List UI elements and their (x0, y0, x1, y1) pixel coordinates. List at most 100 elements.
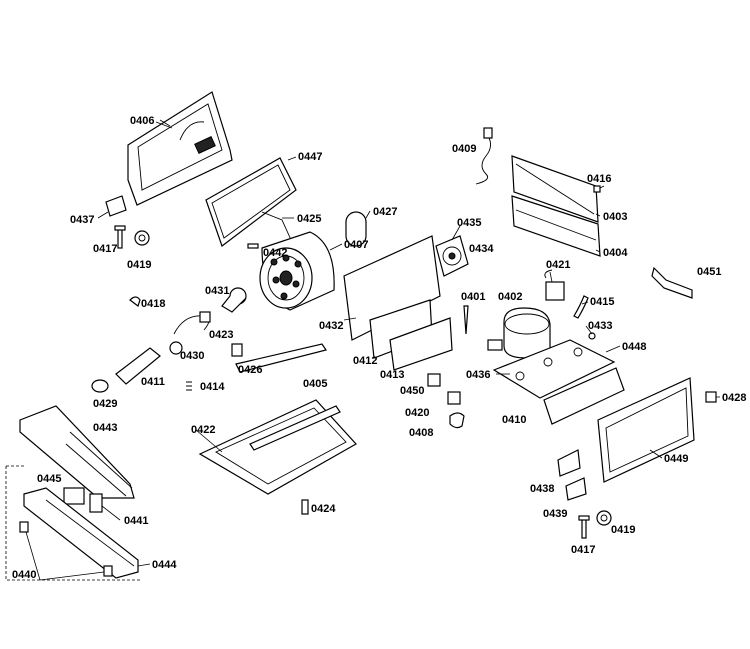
label-0448: 0448 (622, 341, 646, 353)
part-0426-switch (231, 343, 243, 357)
label-0413: 0413 (380, 369, 404, 381)
label-0436: 0436 (466, 369, 490, 381)
part-0413-box (389, 317, 453, 371)
callout-labels: 0406 0447 0409 0416 0403 0427 0425 0437 … (12, 115, 746, 581)
label-0451: 0451 (697, 266, 721, 278)
part-0421-relay (544, 269, 565, 301)
part-0424-screw (301, 499, 309, 515)
label-0431: 0431 (205, 285, 229, 297)
label-0414: 0414 (200, 381, 225, 393)
part-0415-tube (573, 295, 589, 319)
label-0409: 0409 (452, 143, 476, 155)
label-0439: 0439 (543, 508, 567, 520)
part-0427-cylinder (345, 211, 367, 247)
label-0426: 0426 (238, 364, 262, 376)
part-0405-strip (235, 343, 327, 373)
label-0419-right: 0419 (611, 524, 635, 536)
part-0447-panel (205, 156, 297, 247)
label-0402: 0402 (498, 291, 522, 303)
part-0406-frame (127, 91, 233, 206)
part-0438-part (557, 449, 581, 477)
part-0407-fan-housing (259, 231, 335, 311)
part-0437-bracket (97, 195, 127, 219)
label-0421: 0421 (546, 259, 570, 271)
part-0428-clip (705, 391, 717, 403)
label-0417-right: 0417 (571, 544, 595, 556)
label-0428: 0428 (722, 392, 746, 404)
part-0439-part (565, 477, 587, 501)
part-0403-panel (511, 155, 599, 223)
label-0445: 0445 (37, 473, 61, 485)
label-0412: 0412 (353, 355, 377, 367)
part-0409-cord (475, 127, 493, 185)
part-0411-tube (115, 347, 161, 385)
part-0418-clip (129, 296, 141, 307)
label-0418: 0418 (141, 298, 165, 310)
part-0440-feet (19, 521, 113, 577)
part-0425-bracket (261, 211, 294, 243)
part-0435-fan (435, 225, 469, 277)
label-0444: 0444 (152, 559, 177, 571)
label-0447: 0447 (298, 151, 322, 163)
label-0416: 0416 (587, 173, 611, 185)
part-0451-bracket (651, 266, 693, 299)
part-0417-screw-right (578, 515, 590, 539)
label-0423: 0423 (209, 329, 233, 341)
part-0433-grommet (588, 332, 596, 340)
label-0437: 0437 (70, 214, 94, 226)
part-0450-switch (427, 373, 441, 387)
label-0415: 0415 (590, 296, 614, 308)
part-0410-base-plate (492, 339, 616, 399)
label-0435: 0435 (457, 217, 481, 229)
label-0443: 0443 (93, 422, 117, 434)
part-0442-screw (247, 243, 259, 249)
label-0429: 0429 (93, 398, 117, 410)
label-0438: 0438 (530, 483, 554, 495)
label-0408: 0408 (409, 427, 433, 439)
group-outline-box (5, 465, 140, 581)
label-0406: 0406 (130, 115, 154, 127)
part-0445-block (63, 487, 85, 505)
part-0431-capacitor (221, 287, 247, 313)
leader-lines (25, 119, 720, 581)
label-0425: 0425 (297, 213, 321, 225)
label-0411: 0411 (141, 376, 165, 388)
label-0424: 0424 (311, 503, 336, 515)
label-0441: 0441 (124, 515, 148, 527)
label-0410: 0410 (502, 414, 526, 426)
label-0407: 0407 (344, 239, 368, 251)
part-0443-grille (19, 405, 135, 499)
label-0420: 0420 (405, 407, 429, 419)
label-0427: 0427 (373, 206, 397, 218)
part-0402-compressor (487, 307, 551, 359)
part-0449-panel (597, 377, 695, 483)
label-0419-left: 0419 (127, 259, 151, 271)
label-0440: 0440 (12, 569, 36, 581)
part-0414-spring (186, 381, 192, 391)
part-0419-knob-right (596, 510, 612, 526)
label-0433: 0433 (588, 320, 612, 332)
label-0422: 0422 (191, 424, 215, 436)
part-0429-connector (91, 379, 109, 393)
part-0416-plug (593, 185, 601, 193)
part-0423-harness (173, 311, 211, 335)
part-0422-tray (198, 399, 357, 495)
label-0417-left: 0417 (93, 243, 117, 255)
label-0442: 0442 (263, 247, 287, 259)
part-0404-panel (511, 195, 601, 257)
part-0420-switch (447, 391, 461, 405)
label-0434: 0434 (469, 243, 494, 255)
part-0448-panel (543, 367, 625, 425)
part-0417-screw-left (114, 225, 126, 249)
part-0444-grille (23, 487, 139, 579)
part-0401-rod (463, 305, 469, 335)
label-0430: 0430 (180, 350, 204, 362)
label-0404: 0404 (603, 247, 628, 259)
part-0419-knob-left (134, 230, 150, 246)
label-0450: 0450 (400, 385, 424, 397)
label-0432: 0432 (319, 320, 343, 332)
label-0449: 0449 (664, 453, 688, 465)
part-0430-connector (169, 341, 183, 355)
label-0401: 0401 (461, 291, 485, 303)
